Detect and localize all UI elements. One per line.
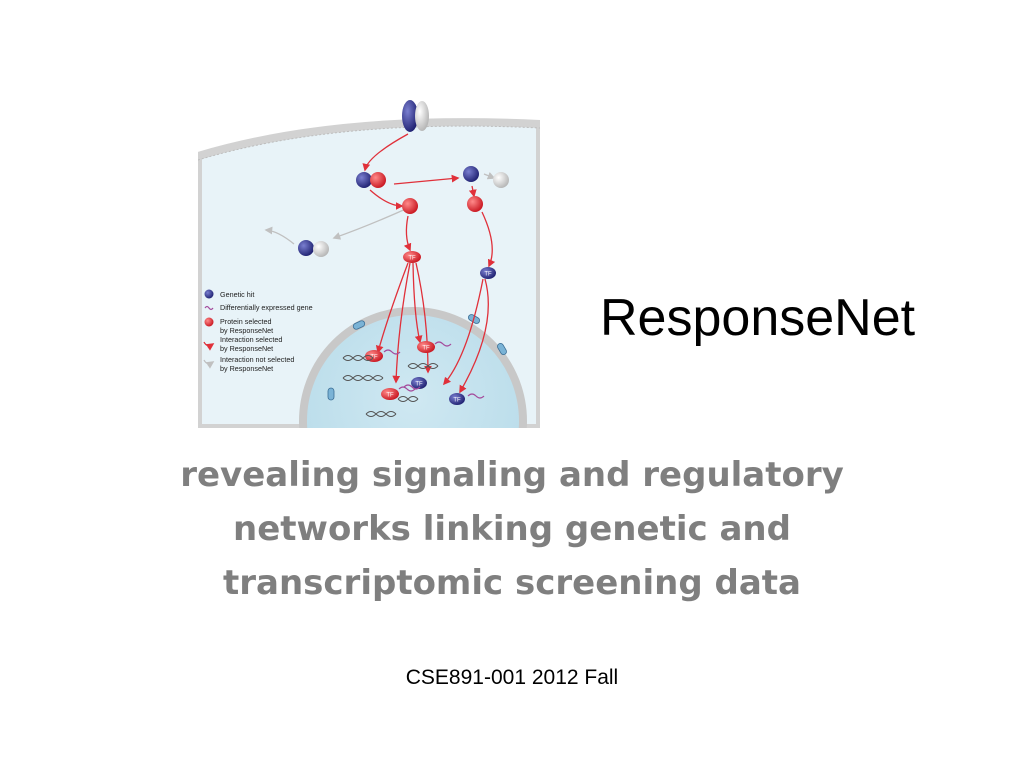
- svg-text:TF: TF: [422, 346, 430, 352]
- svg-text:TF: TF: [370, 355, 378, 361]
- tf-cytoplasm-blue: TF: [480, 267, 496, 279]
- svg-text:Differentially expressed gene: Differentially expressed gene: [220, 303, 313, 312]
- subtitle-line: transcriptomic screening data: [223, 563, 801, 603]
- svg-text:Interaction not selected: Interaction not selected: [220, 355, 294, 364]
- svg-text:by ResponseNet: by ResponseNet: [220, 364, 273, 373]
- slide-title: ResponseNet: [600, 289, 916, 347]
- svg-text:TF: TF: [484, 272, 492, 278]
- tf-cytoplasm-red: TF: [403, 251, 421, 263]
- svg-text:Interaction selected: Interaction selected: [220, 335, 282, 344]
- nucleus: [299, 307, 527, 428]
- receptor: [402, 100, 418, 132]
- svg-text:TF: TF: [408, 256, 416, 262]
- responsenet-figure: TF TF TF TF TF TF TF: [198, 100, 540, 428]
- svg-text:TF: TF: [415, 382, 423, 388]
- subtitle-line: revealing signaling and regulatory: [180, 455, 844, 495]
- subtitle-line: networks linking genetic and: [233, 509, 791, 549]
- figure-legend: Genetic hit Differentially expressed gen…: [203, 289, 313, 373]
- svg-text:by ResponseNet: by ResponseNet: [220, 326, 273, 335]
- svg-text:Protein selected: Protein selected: [220, 317, 272, 326]
- svg-text:TF: TF: [386, 393, 394, 399]
- course-label: CSE891-001 2012 Fall: [405, 666, 619, 689]
- svg-text:TF: TF: [453, 398, 461, 404]
- svg-text:Genetic hit: Genetic hit: [220, 290, 254, 299]
- slide-subtitle: revealing signaling and regulatory netwo…: [160, 448, 864, 610]
- svg-text:by ResponseNet: by ResponseNet: [220, 344, 273, 353]
